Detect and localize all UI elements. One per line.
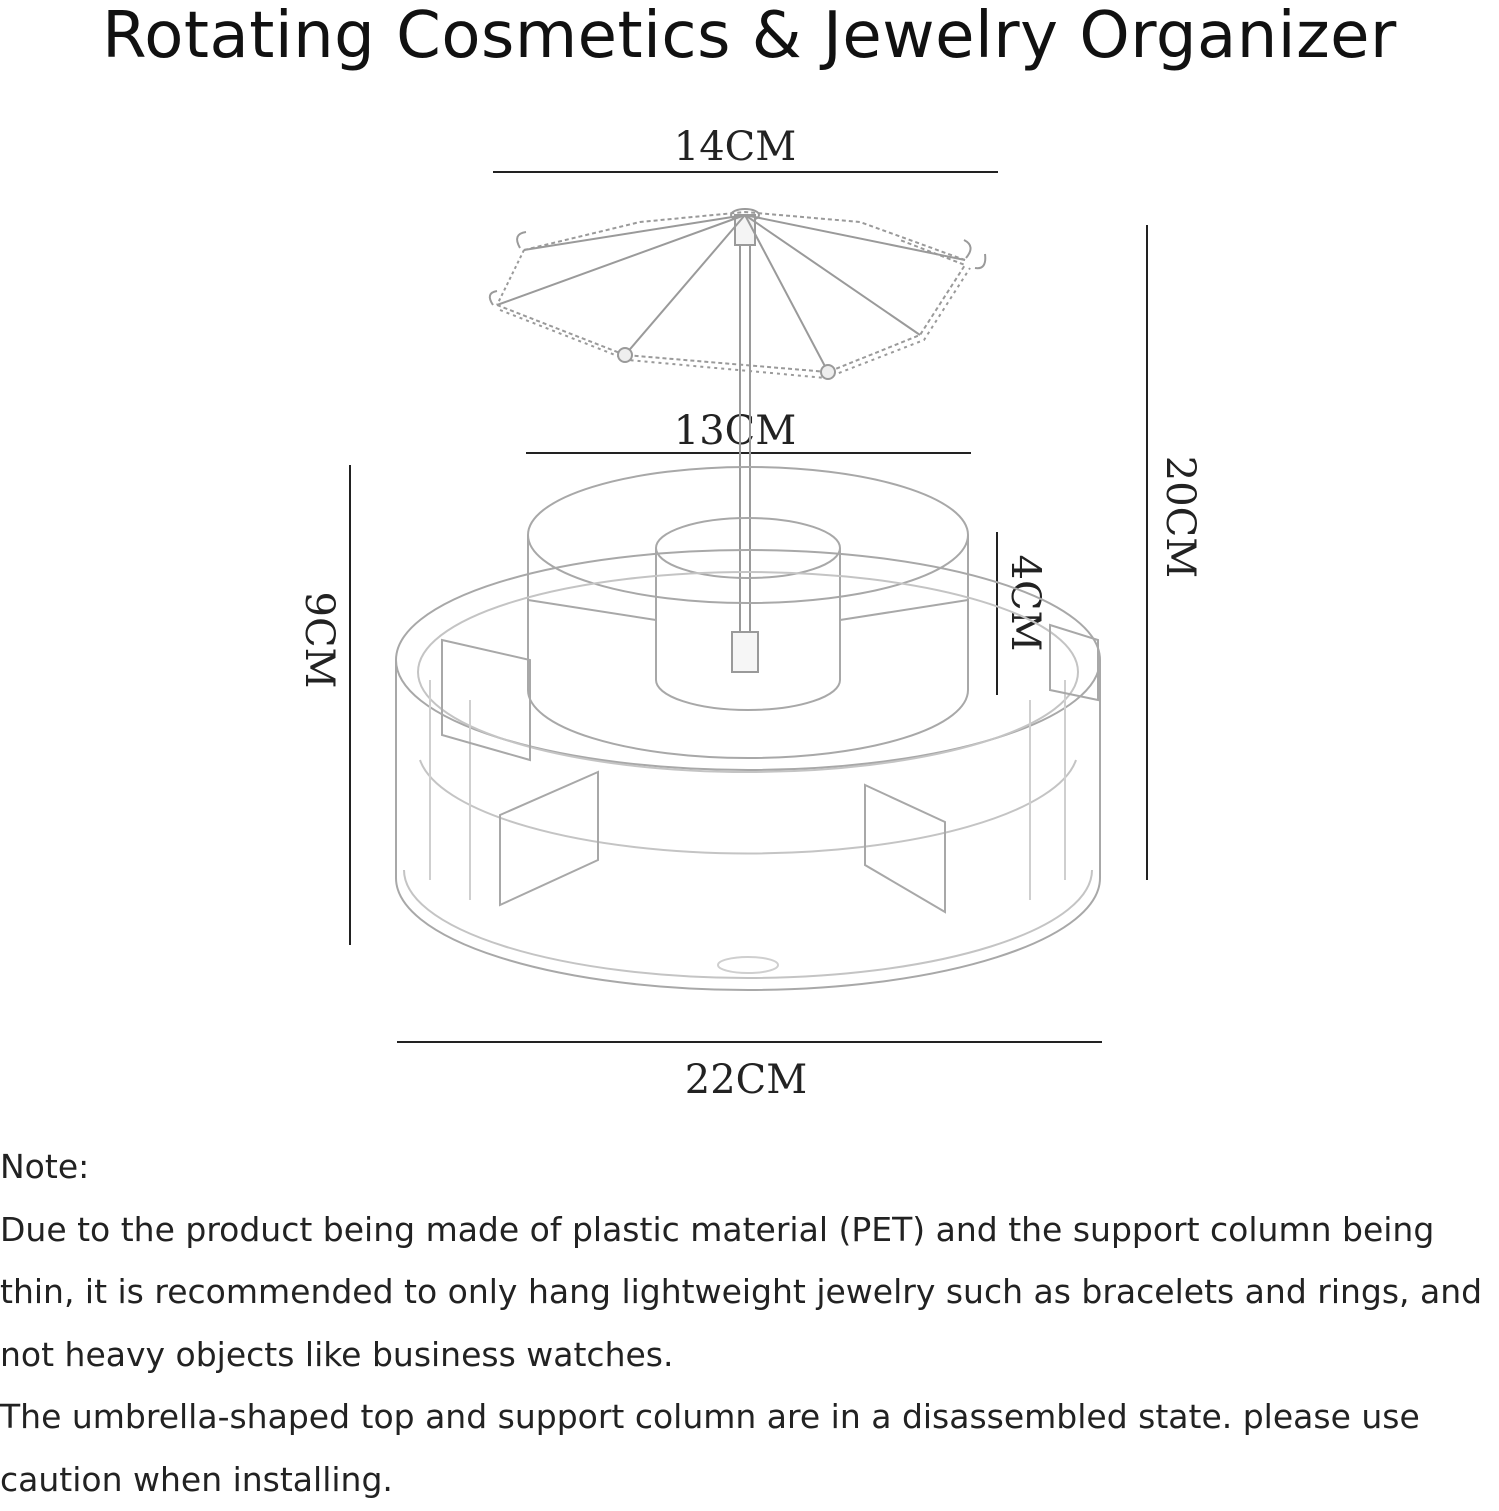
note-heading: Note: — [0, 1147, 90, 1186]
dim-label-middle-width: 13CM — [674, 408, 796, 454]
dim-label-base-height: 9CM — [296, 591, 342, 688]
product-title: Rotating Cosmetics & Jewelry Organizer — [102, 0, 1397, 73]
dim-label-top-width: 14CM — [674, 124, 796, 170]
dimension-lines — [349, 171, 1148, 1043]
note-paragraph-material: Due to the product being made of plastic… — [0, 1209, 1483, 1374]
dim-label-base-width: 22CM — [685, 1057, 807, 1103]
dim-label-inner-height: 4CM — [1002, 554, 1048, 651]
note-paragraph-installation: The umbrella-shaped top and support colu… — [0, 1397, 1420, 1499]
umbrella-top-illustration — [488, 208, 987, 380]
support-column-illustration — [731, 245, 759, 673]
product-dimension-diagram: 14CM 13CM 22CM 20CM 4CM 9CM — [296, 124, 1203, 1103]
upper-tier-illustration — [527, 466, 969, 759]
base-tray-illustration — [395, 549, 1101, 991]
product-note: Note: Due to the product being made of p… — [0, 1136, 1499, 1511]
dim-label-total-height: 20CM — [1157, 456, 1203, 578]
